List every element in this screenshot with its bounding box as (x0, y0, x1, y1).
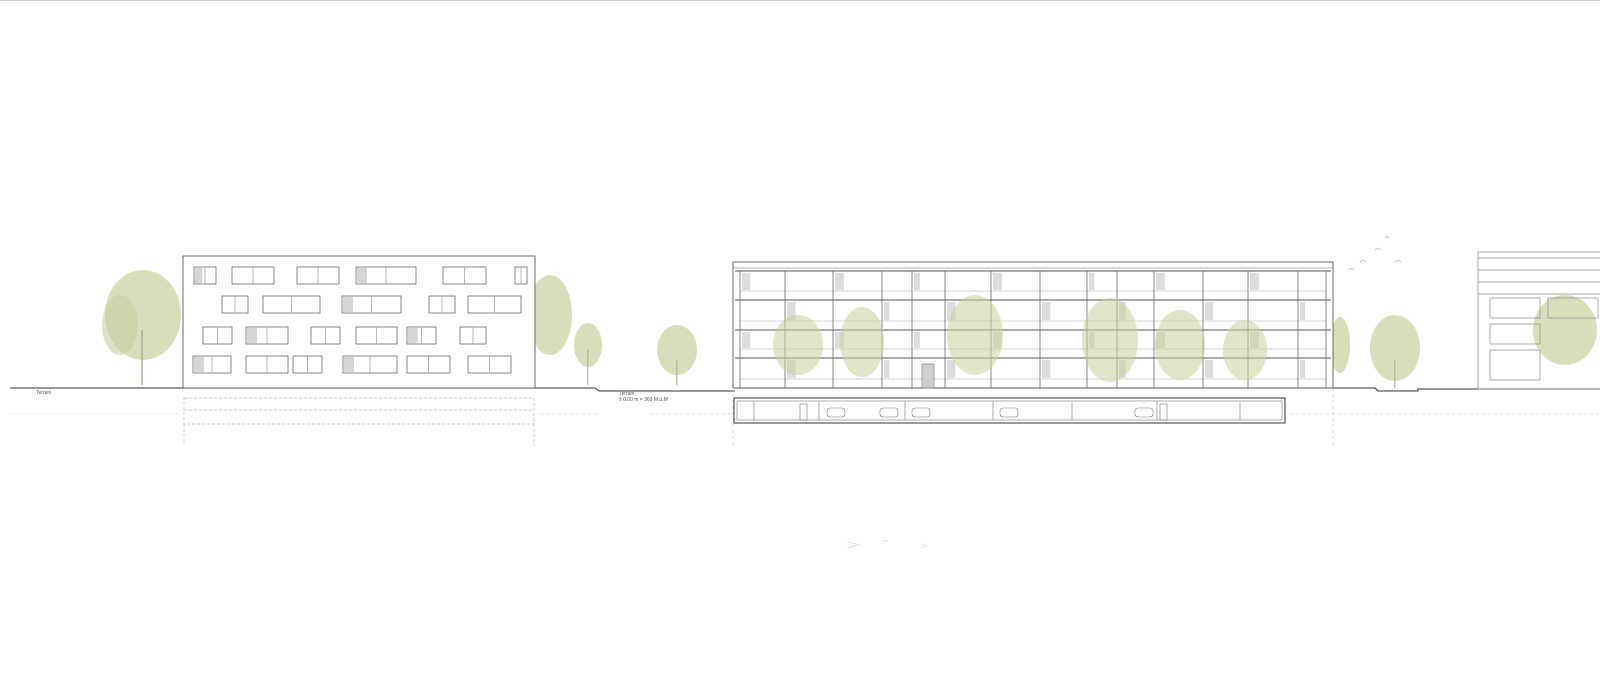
left-basement-dashed (183, 397, 535, 445)
tree-left-right-of-building (528, 275, 602, 385)
birds (1347, 236, 1402, 271)
left-building-elevation (10, 255, 536, 445)
center-front-trees (773, 295, 1267, 382)
tree-far-right (1533, 295, 1597, 365)
tree-right-a (1330, 317, 1350, 373)
center-grid-dashed (540, 388, 1600, 445)
garage-cars (826, 407, 1154, 418)
tree-right-b (1370, 315, 1420, 388)
garage-level (733, 397, 1286, 424)
tree-left-large (102, 270, 181, 385)
terrain-label-center: Terrain (619, 391, 635, 397)
level-label-center: ± 0.00 m = 369 M.ü.M (619, 397, 668, 403)
right-building-elevation (1477, 251, 1600, 390)
terrain-label-left: Terrain (36, 390, 52, 396)
entrance-door (921, 363, 935, 389)
tree-middle-gap (657, 325, 697, 385)
sheet-top-border (0, 0, 1600, 1)
center-building-section (540, 261, 1600, 445)
left-building-windows (192, 266, 528, 374)
scale-marks (847, 540, 927, 549)
garage-doors (799, 403, 1168, 421)
